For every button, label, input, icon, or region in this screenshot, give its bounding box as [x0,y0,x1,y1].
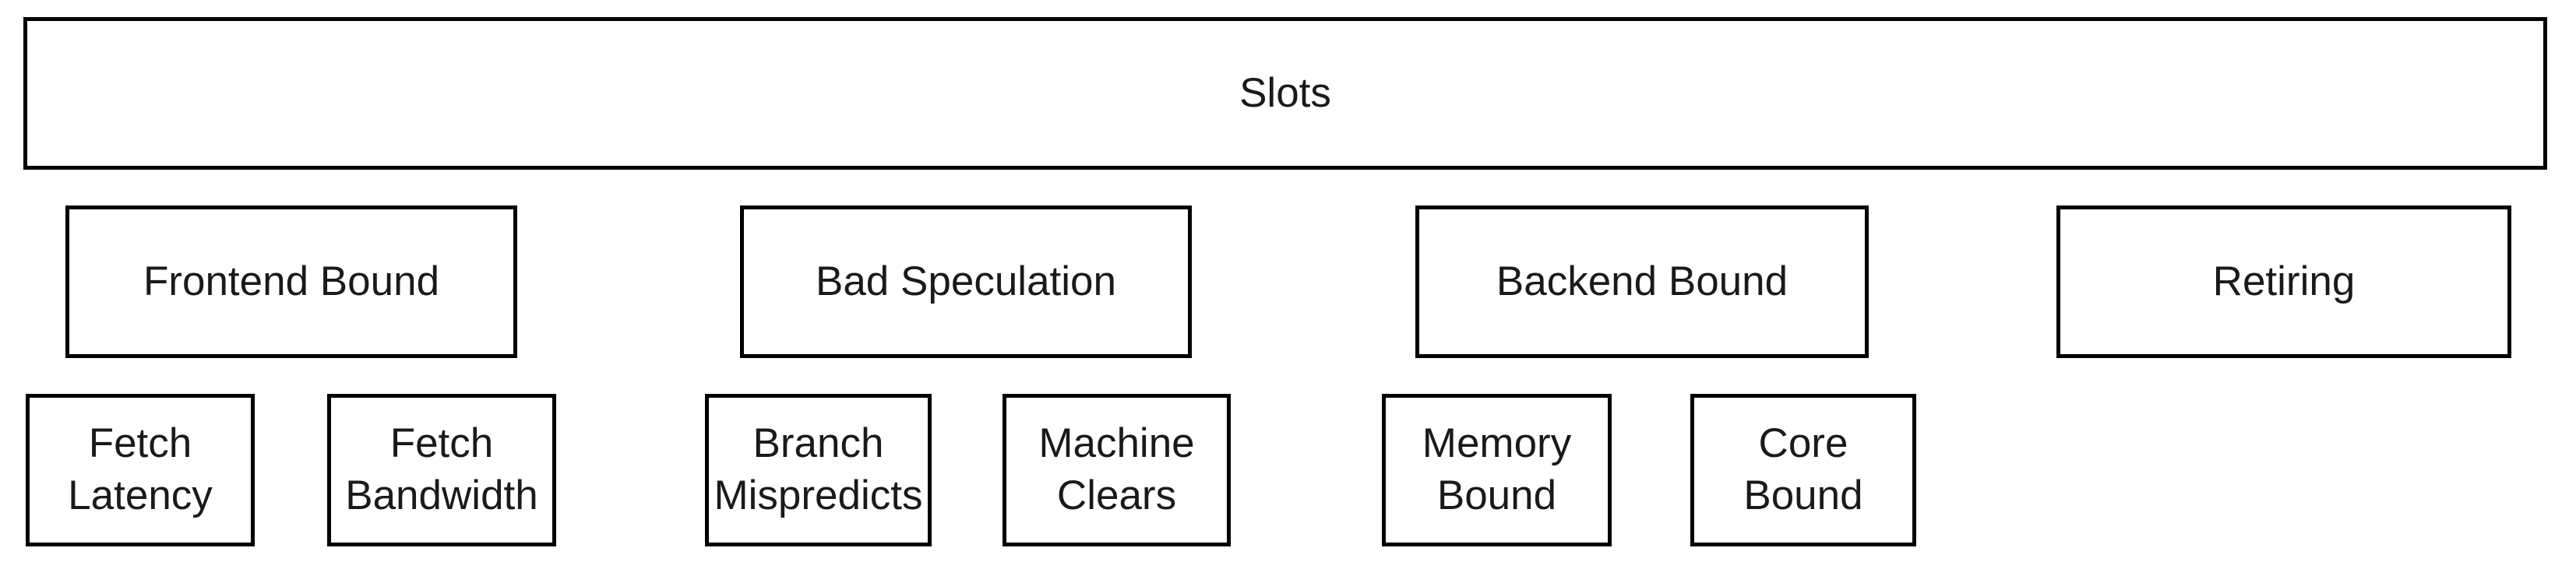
node-slots: Slots [23,17,2547,170]
node-frontend-bound: Frontend Bound [65,205,517,358]
node-branch-mispredicts: Branch Mispredicts [705,394,932,546]
node-bad-speculation: Bad Speculation [740,205,1192,358]
node-core-bound: Core Bound [1690,394,1916,546]
node-machine-clears: Machine Clears [1003,394,1231,546]
node-retiring: Retiring [2056,205,2511,358]
node-fetch-latency: Fetch Latency [26,394,255,546]
node-fetch-bandwidth: Fetch Bandwidth [327,394,556,546]
node-memory-bound: Memory Bound [1382,394,1612,546]
node-backend-bound: Backend Bound [1415,205,1869,358]
